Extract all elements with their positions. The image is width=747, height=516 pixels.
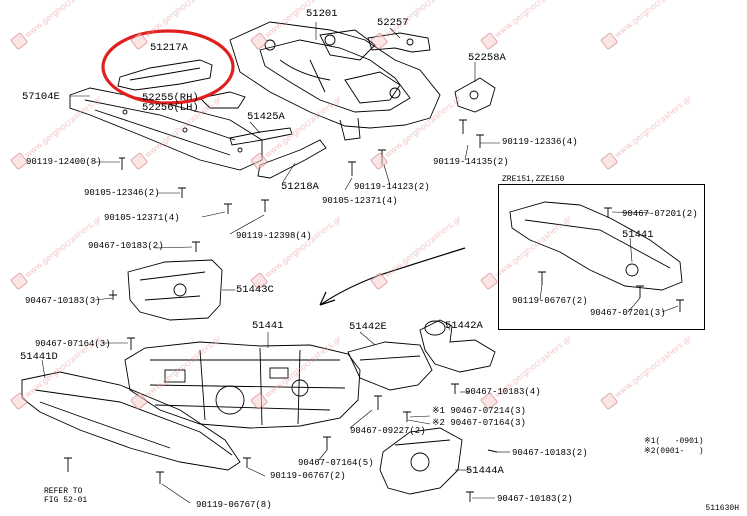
label-fastener: 90467-07201(3) bbox=[590, 308, 666, 318]
inset-title: ZRE151,ZZE150 bbox=[502, 175, 565, 184]
label-part-51442e: 51442E bbox=[349, 321, 387, 333]
label-part-51425a: 51425A bbox=[247, 111, 285, 123]
label-part-51218a: 51218A bbox=[281, 181, 319, 193]
label-part-51201: 51201 bbox=[306, 8, 338, 20]
label-fastener: 90119-12398(4) bbox=[236, 231, 312, 241]
label-fastener: ※1 90467-07214(3) bbox=[432, 406, 526, 416]
label-part-51441d: 51441D bbox=[20, 351, 58, 363]
undercover-51441d-drawing bbox=[21, 371, 241, 471]
leader-lines bbox=[41, 22, 679, 504]
label-fastener: 90467-07201(2) bbox=[622, 209, 698, 219]
label-fastener: 90119-06767(8) bbox=[196, 500, 272, 510]
label-fastener: 90105-12371(4) bbox=[104, 213, 180, 223]
label-fastener: ※2 90467-07164(3) bbox=[432, 418, 526, 428]
label-part-51444a: 51444A bbox=[466, 465, 504, 477]
label-fastener: 90105-12346(2) bbox=[84, 188, 160, 198]
shield-51217a-drawing bbox=[117, 59, 213, 91]
brace-51218a-drawing bbox=[257, 139, 327, 179]
brace-52255-drawing bbox=[199, 91, 246, 109]
subframe-drawing bbox=[229, 21, 441, 141]
note-variant-1: ※1( -0901) bbox=[644, 437, 704, 446]
label-fastener: 90119-14123(2) bbox=[354, 182, 430, 192]
highlight-ellipse bbox=[101, 29, 235, 105]
label-fastener: 90467-10183(4) bbox=[465, 387, 541, 397]
cover-51442e-drawing bbox=[347, 341, 433, 391]
note-variant-2: ※2(0901- ) bbox=[644, 447, 704, 456]
crossmember-57104e-drawing bbox=[69, 87, 263, 171]
label-part-57104e: 57104E bbox=[22, 91, 60, 103]
label-part-51442a: 51442A bbox=[445, 320, 483, 332]
label-part-52255: 52255(RH) bbox=[142, 92, 199, 104]
label-fastener: 90119-14135(2) bbox=[433, 157, 509, 167]
inset-undercover-drawing bbox=[509, 201, 684, 312]
label-fastener: 90467-10183(2) bbox=[497, 494, 573, 504]
label-fastener: 90467-10183(3) bbox=[25, 296, 101, 306]
label-fastener: 90119-12336(4) bbox=[502, 137, 578, 147]
splash-shield-51443c-drawing bbox=[127, 259, 223, 321]
label-fastener: 90119-06767(2) bbox=[512, 296, 588, 306]
inset-frame bbox=[498, 184, 705, 330]
bolts-drawing bbox=[64, 119, 498, 502]
bracket-52257-drawing bbox=[367, 32, 431, 53]
cover-51442a-drawing bbox=[419, 319, 496, 373]
label-fastener: 90119-06767(2) bbox=[270, 471, 346, 481]
label-part-52258a: 52258A bbox=[468, 52, 506, 64]
brace-51425a-drawing bbox=[229, 127, 293, 146]
label-part-52257: 52257 bbox=[377, 17, 409, 29]
undercover-51441-drawing bbox=[124, 341, 361, 429]
label-part-51443c: 51443C bbox=[236, 284, 274, 296]
label-fastener: 90467-09227(2) bbox=[350, 426, 426, 436]
figure-code: 511630H bbox=[705, 504, 739, 513]
label-fastener: 90119-12400(8) bbox=[26, 157, 102, 167]
label-part-51217a: 51217A bbox=[150, 42, 188, 54]
label-fastener: 90467-07164(3) bbox=[35, 339, 111, 349]
bracket-52258a-drawing bbox=[454, 77, 496, 113]
note-refer-to-fig: REFER TO FIG 52-01 bbox=[44, 487, 88, 505]
label-part-51441: 51441 bbox=[252, 320, 284, 332]
label-fastener: 90467-10183(2) bbox=[512, 448, 588, 458]
label-fastener: 90105-12371(4) bbox=[322, 196, 398, 206]
label-part-52256: 52256(LH) bbox=[142, 102, 199, 114]
cover-51444a-drawing bbox=[379, 427, 463, 495]
label-fastener: 90467-10183(2) bbox=[88, 241, 164, 251]
label-fastener: 90467-07164(5) bbox=[298, 458, 374, 468]
label-part-51441-inset: 51441 bbox=[622, 229, 654, 241]
